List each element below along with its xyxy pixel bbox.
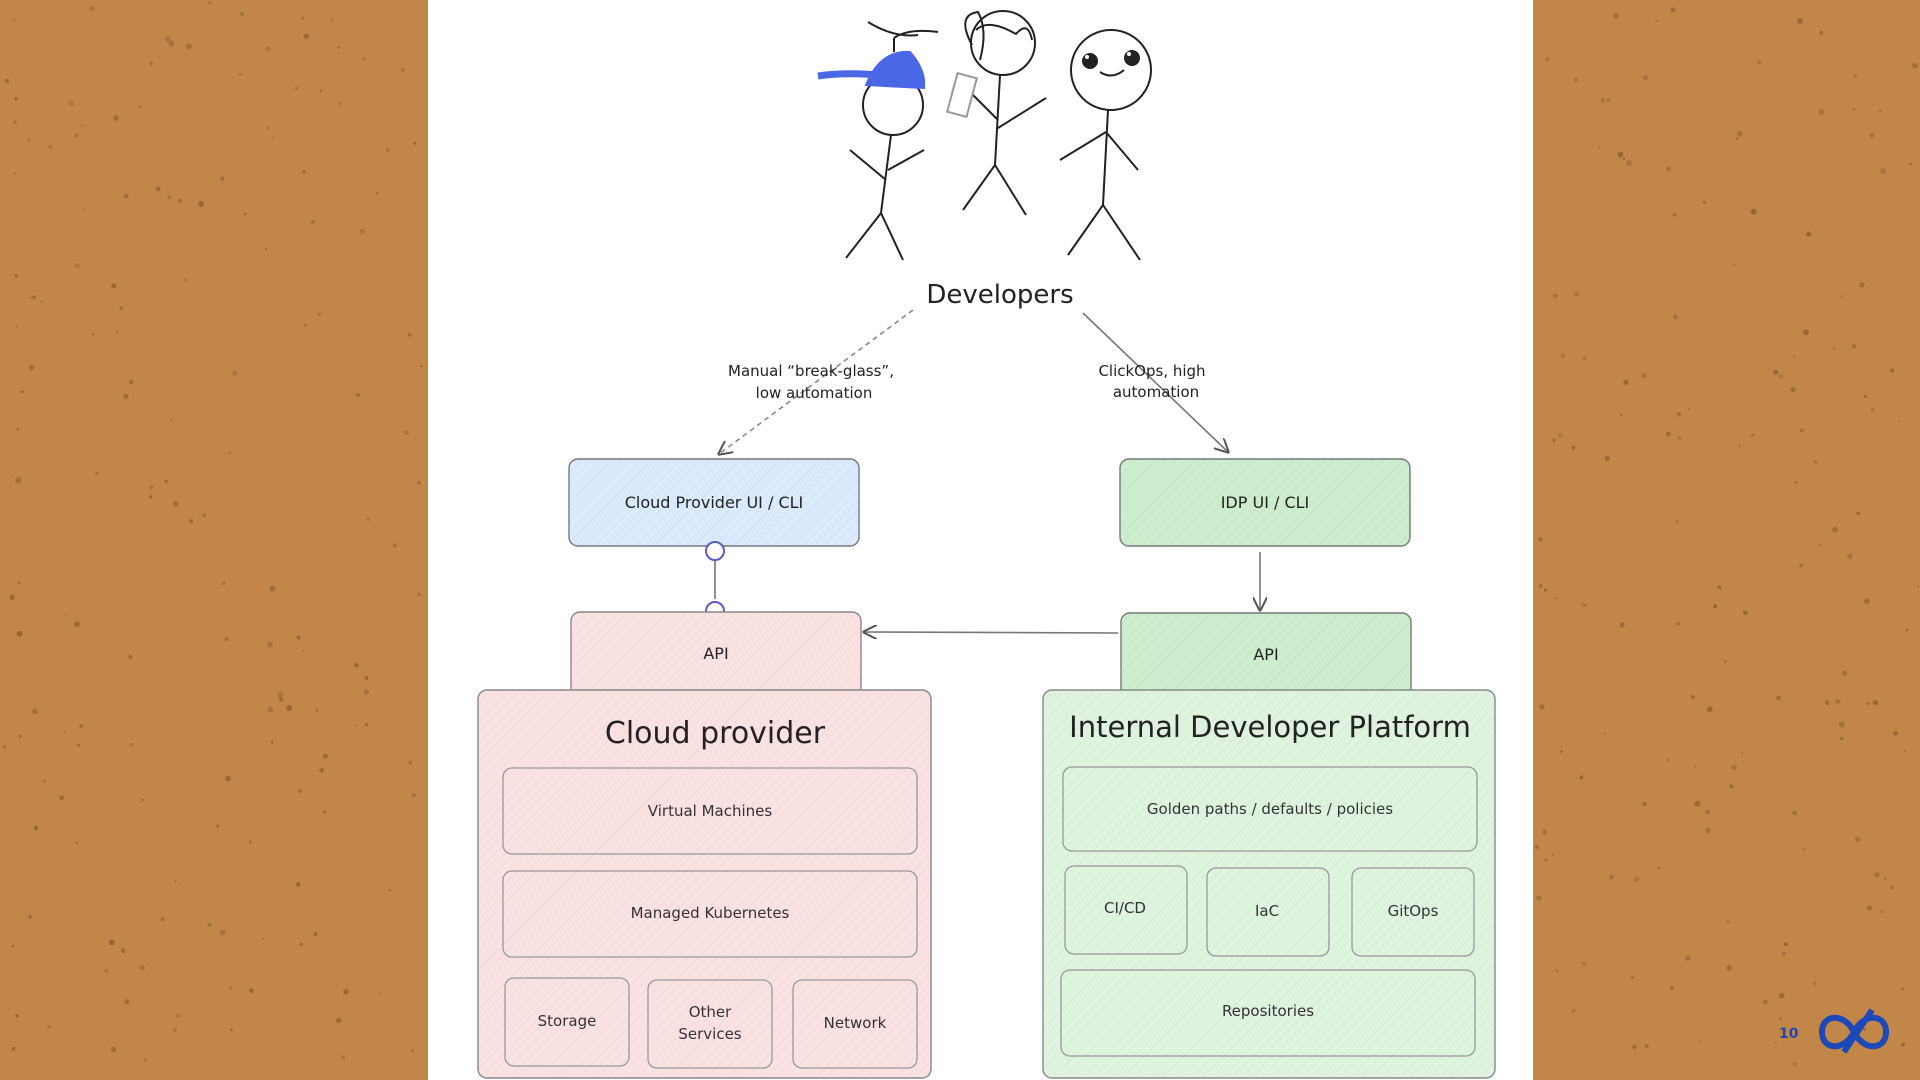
gitops-label: GitOps [1388,902,1439,920]
page-number: 10 [1779,1026,1799,1042]
virtual-machines-box [502,767,918,855]
developer-smiling-icon [1059,29,1152,261]
storage-box [504,977,630,1067]
iac-box [1206,867,1330,957]
storage-label: Storage [538,1012,597,1030]
edge-manual-label-line1: Manual “break-glass”, [728,362,894,380]
idp-ui-box [1119,458,1411,547]
cloud-provider-title: Cloud provider [605,716,826,751]
edge-manual-arrow [719,309,914,454]
gitops-box [1351,867,1475,957]
virtual-machines-label: Virtual Machines [648,802,773,820]
developers-label: Developers [926,280,1073,310]
other-services-label-line1: Other [689,1003,732,1021]
cicd-label: CI/CD [1104,899,1146,917]
repositories-label: Repositories [1222,1002,1314,1020]
other-services-box [647,979,773,1069]
cloud-provider-ui-label: Cloud Provider UI / CLI [625,493,804,512]
cloud-api-label: API [703,644,728,663]
right-textured-margin [1533,0,1920,1080]
developer-propeller-cap-icon [817,21,939,261]
network-box [792,979,918,1069]
edge-clickops-label-line2: automation [1113,383,1199,401]
managed-kubernetes-label: Managed Kubernetes [631,904,790,922]
golden-paths-label: Golden paths / defaults / policies [1147,800,1393,818]
slide: Developers Manual “break-glass”, low aut… [428,0,1533,1080]
edge-clickops-label-line1: ClickOps, high [1098,362,1205,380]
repositories-box [1060,969,1476,1057]
developer-phone-icon [945,10,1047,216]
idp-to-cloud-api-arrow [864,632,1119,633]
managed-kubernetes-box [502,870,918,958]
cicd-box [1064,865,1188,955]
network-label: Network [824,1014,887,1032]
idp-title: Internal Developer Platform [1069,710,1471,744]
golden-paths-box [1062,766,1478,852]
iac-label: IaC [1255,902,1279,920]
idp-ui-label: IDP UI / CLI [1221,493,1310,512]
logo-icon [1818,1008,1890,1054]
other-services-label-line2: Services [678,1025,741,1043]
edge-manual-label-line2: low automation [756,384,873,402]
idp-api-label: API [1253,645,1278,664]
architecture-diagram: Developers Manual “break-glass”, low aut… [477,10,1496,1079]
left-textured-margin [0,0,428,1080]
connector-top-port [705,541,725,561]
edge-clickops-arrow [1082,312,1228,452]
